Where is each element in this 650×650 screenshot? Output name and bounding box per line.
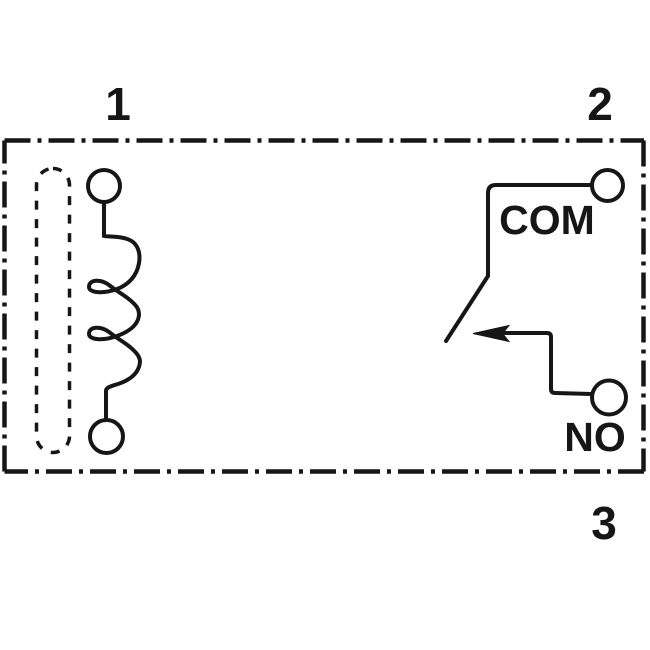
no-terminal-circle [590,378,628,417]
coil-terminal-top-circle [86,168,122,204]
coil-terminal-bottom-circle [88,418,125,455]
switch-arm [444,274,490,343]
relay-outline [2,138,646,474]
coil-winding [86,200,143,421]
coil-envelope-dashed-outline [34,166,72,455]
com-label: COM [499,197,595,243]
actuation-arrow-icon [472,324,511,343]
no-wire [500,331,594,396]
pin-2-label: 2 [587,78,613,130]
com-terminal-circle [590,168,625,203]
pin-1-label: 1 [105,78,131,130]
com-wire [486,183,594,278]
pin-3-label: 3 [591,497,617,549]
no-label: NO [564,414,626,460]
